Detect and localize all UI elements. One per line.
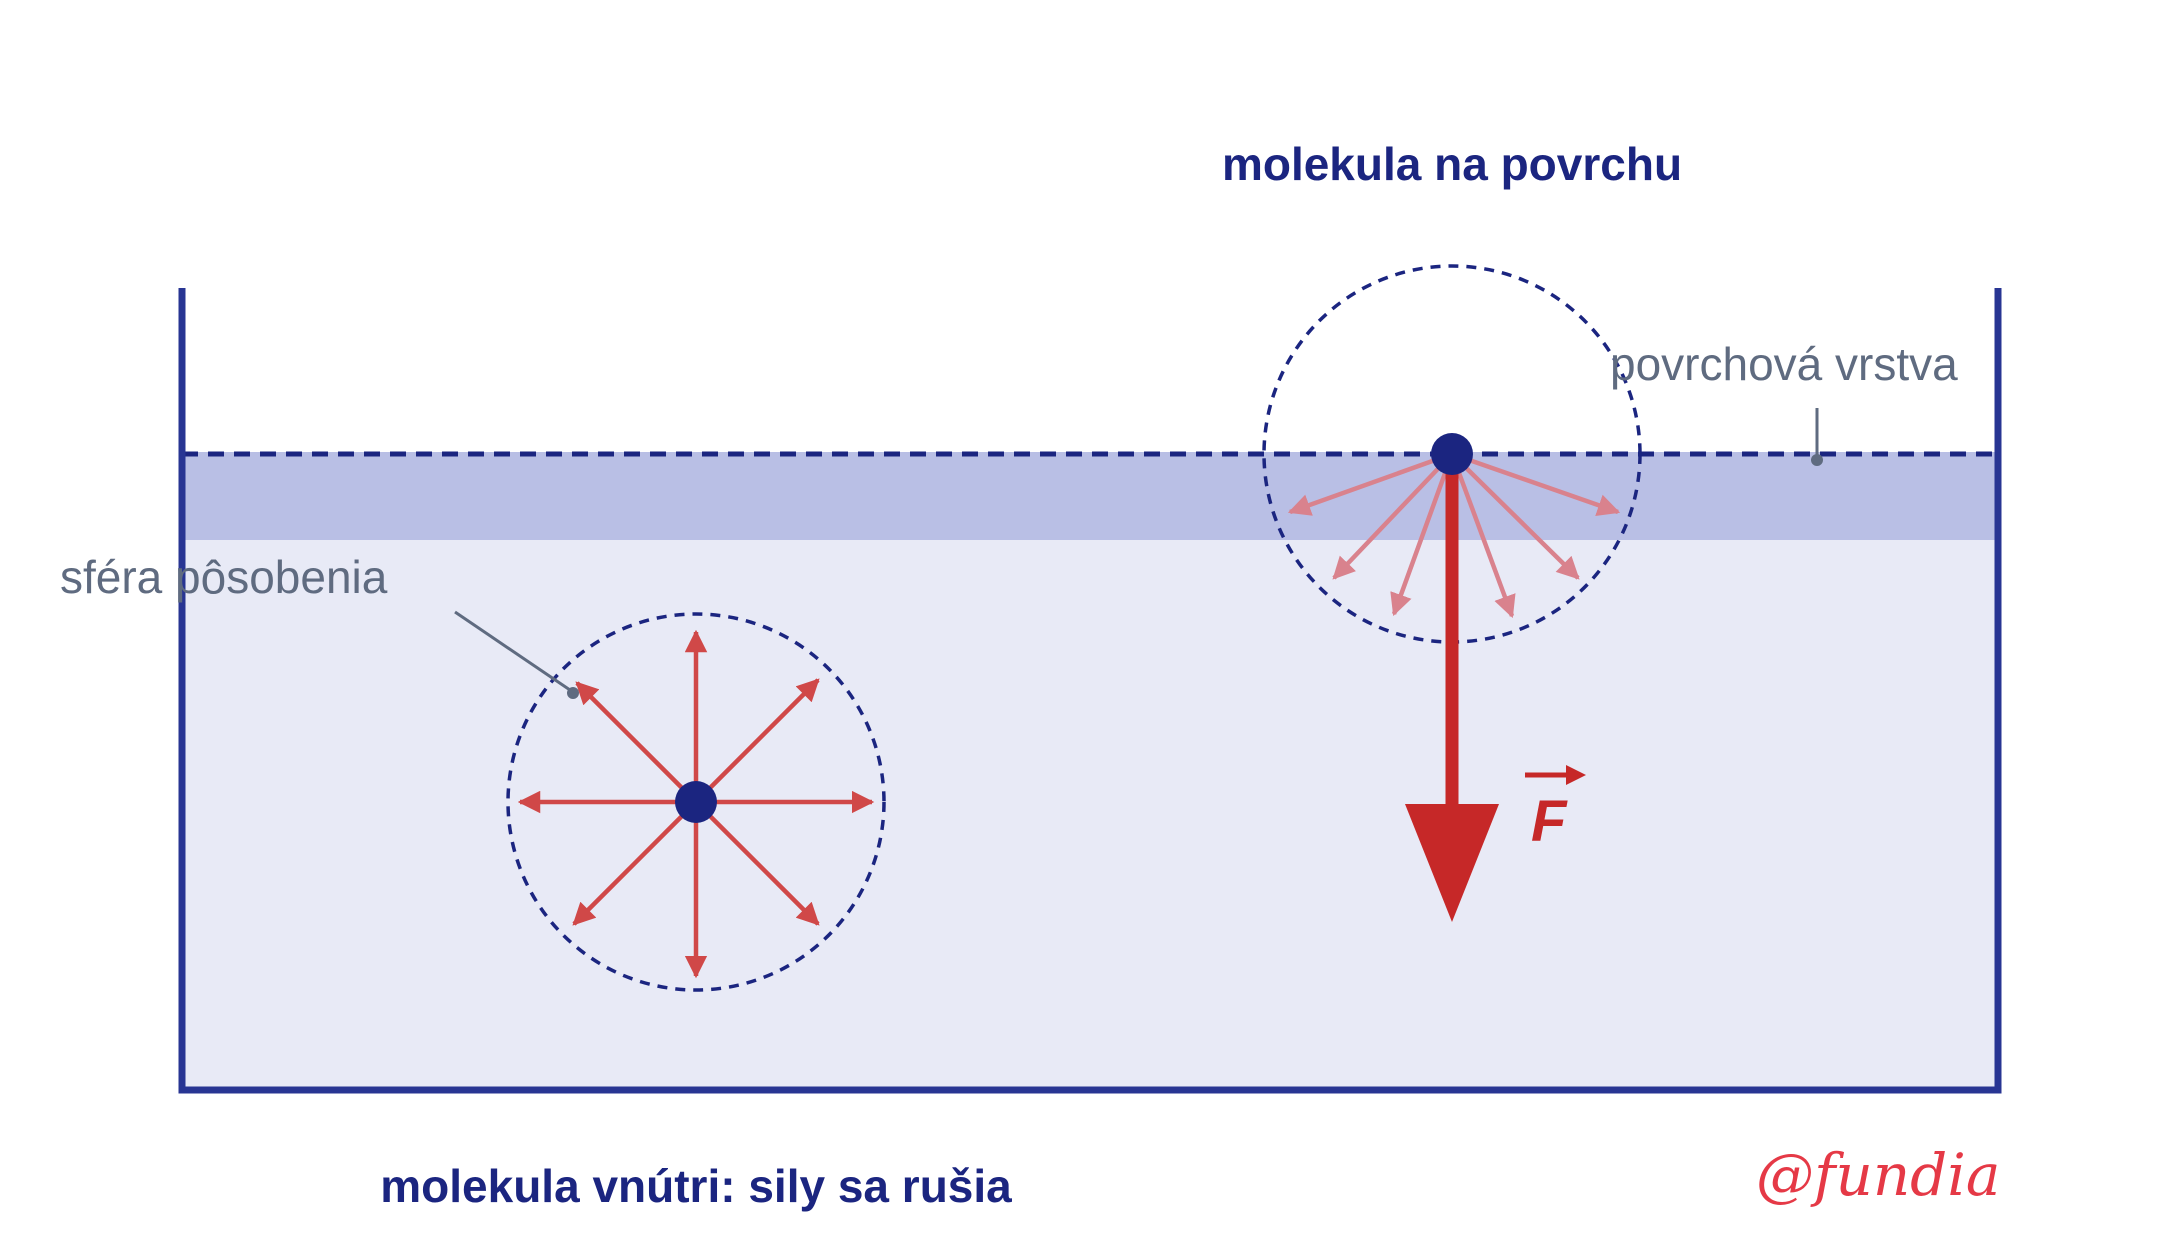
surface-arrow-down-right-steep [1449,453,1516,619]
interior-molecule-title: molekula vnútri: sily sa rušia [380,1160,1012,1212]
interior-arrow-down-left [572,800,698,926]
interior-action-sphere [506,612,886,992]
container-walls [178,288,2002,1094]
surface-force-arrows [1287,451,1621,619]
watermark: @fundia [1756,1141,2000,1209]
interior-arrow-up-right [694,678,820,804]
surface-molecule-title: molekula na povrchu [1222,138,1682,190]
action-sphere-callout-dot [567,687,579,699]
surface-molecule [1431,433,1473,475]
force-vector-icon [1525,765,1586,785]
interior-arrow-down-right [694,800,820,926]
interior-arrow-up-left [575,681,698,804]
interior-force-arrows [517,629,875,979]
surface-arrow-down-right [1450,452,1580,580]
interior-molecule [675,781,717,823]
surface-layer-label: povrchová vrstva [1610,338,1958,390]
action-sphere-callout [454,610,571,692]
surface-arrow-down-left-steep [1390,453,1455,617]
surface-arrow-down-left [1332,452,1454,580]
resultant-force-arrow [1405,462,1499,922]
surface-layer-callout-dot [1811,454,1823,466]
surface-layer-band [182,452,1998,540]
surface-arrow-right [1451,451,1621,516]
surface-arrow-left [1287,451,1453,516]
action-sphere-label: sféra pôsobenia [60,551,388,603]
force-label: F [1531,789,1568,854]
liquid-body [182,452,1998,1090]
